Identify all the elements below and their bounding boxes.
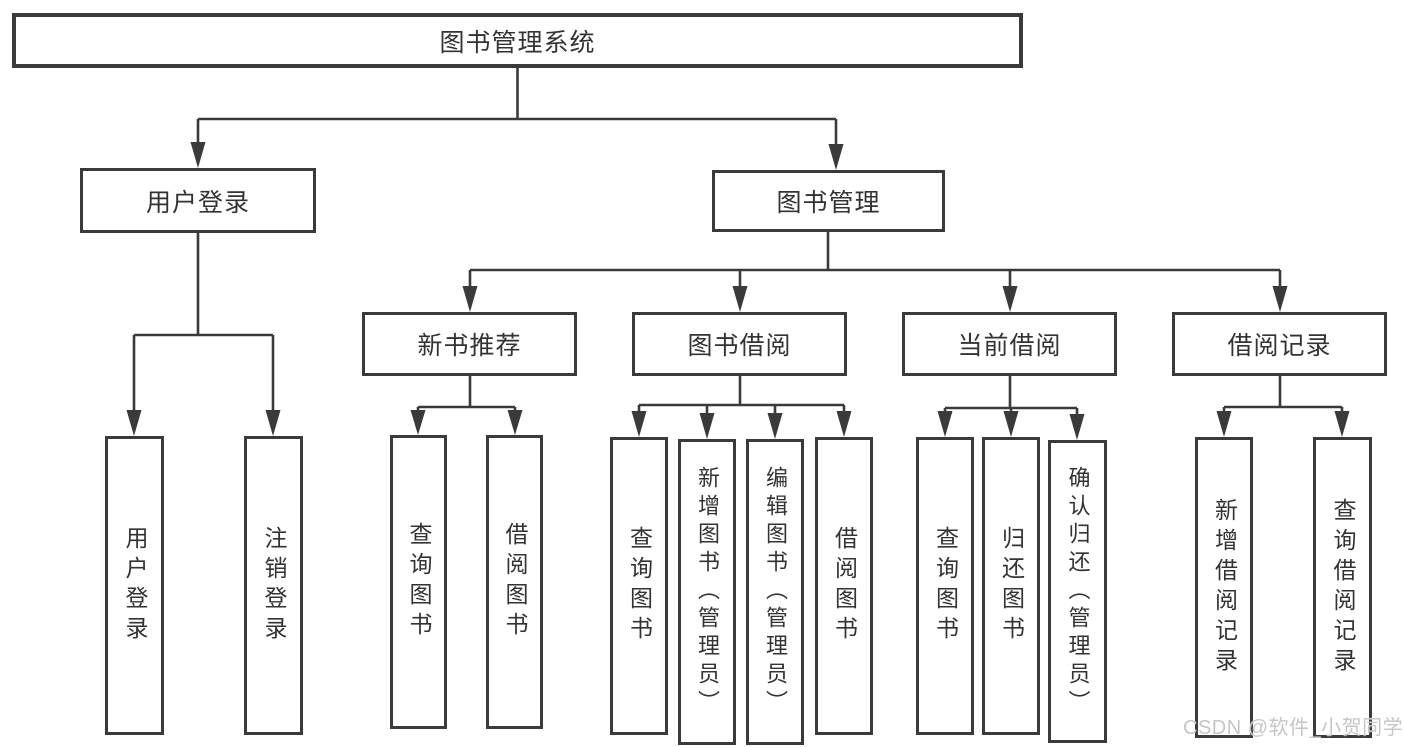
node-borrowing-records: 借阅记录 — [1172, 312, 1387, 376]
leaf-borrow-edit-books-admin: 编辑图书（管理员） — [746, 439, 804, 745]
csdn-watermark: CSDN @软件_小贺同学 — [1183, 717, 1404, 739]
leaf-current-return-books: 归还图书 — [982, 437, 1040, 735]
leaf-records-add-borrow-record: 新增借阅记录 — [1195, 437, 1253, 738]
node-book-management: 图书管理 — [712, 170, 945, 232]
leaf-current-query-books: 查询图书 — [916, 437, 974, 735]
node-book-borrowing: 图书借阅 — [632, 312, 847, 376]
leaf-borrow-borrow-books: 借阅图书 — [815, 437, 873, 735]
leaf-user-login: 用户登录 — [105, 436, 164, 735]
arrowheads — [126, 142, 1350, 440]
node-current-borrowing: 当前借阅 — [902, 312, 1117, 376]
leaf-borrow-add-books-admin: 新增图书（管理员） — [678, 439, 736, 745]
leaf-logout: 注销登录 — [244, 436, 303, 735]
leaf-records-query-borrow-record: 查询借阅记录 — [1313, 437, 1372, 738]
leaf-recommend-query-books: 查询图书 — [390, 435, 447, 729]
leaf-recommend-borrow-books: 借阅图书 — [486, 435, 543, 729]
node-library-management-system: 图书管理系统 — [12, 13, 1023, 68]
node-new-book-recommendation: 新书推荐 — [362, 312, 577, 376]
leaf-current-confirm-return-admin: 确认归还（管理员） — [1048, 440, 1107, 743]
leaf-borrow-query-books: 查询图书 — [610, 437, 668, 735]
node-user-login: 用户登录 — [80, 168, 316, 233]
